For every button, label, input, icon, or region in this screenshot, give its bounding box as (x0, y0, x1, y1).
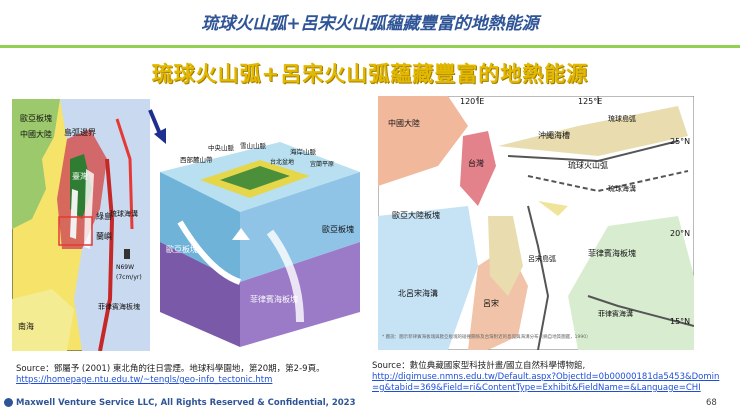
map1-label: 中國大陸 (20, 129, 52, 139)
source-right: Source：數位典藏國家型科技計畫/國立自然科學博物館, http://dig… (372, 361, 732, 394)
source-left: Source：鄧屬予 (2001) 東北角的往日雲煙。地球科學園地，第20期，第… (16, 364, 366, 386)
block-label: 歐亞板塊 (166, 244, 198, 254)
block-label: 西部麓山帶 (180, 155, 213, 164)
slide-header-title: 琉球火山弧+呂宋火山弧蘊藏豐富的地熱能源 (201, 14, 539, 34)
source-right-text: Source：數位典藏國家型科技計畫/國立自然科學博物館, (372, 361, 586, 371)
map2-caption: * 圖說：圖示菲律賓海板塊與歐亞板塊的碰撞關係及台灣附近的島弧與海溝分布（摘自地… (382, 335, 591, 340)
block-label: 宜蘭平原 (310, 160, 334, 168)
block-label: 雪山山脈 (240, 141, 267, 150)
map1-label: 菲律賓海板塊 (98, 302, 140, 311)
lat-label: 20°N (670, 229, 690, 238)
map1-label: 島弧邊界 (64, 127, 96, 137)
map2-label: 琉球島弧 (608, 114, 636, 123)
lon-label: 120°E (460, 97, 484, 106)
map1-label: (7cm/yr) (116, 274, 142, 281)
map1-label: 琉球海溝 (110, 209, 138, 218)
slide-main-title: 琉球火山弧+呂宋火山弧蘊藏豐富的地熱能源 (151, 62, 589, 86)
footer-copyright: Maxwell Venture Service LLC, All Rights … (16, 398, 356, 408)
source-left-link[interactable]: https://homepage.ntu.edu.tw/~tengls/geo-… (16, 375, 273, 385)
block-label: 台北盆地 (270, 158, 294, 166)
map2-label: 呂宋 (483, 298, 499, 308)
map2-label: 歐亞大陸板塊 (392, 210, 440, 220)
block-label: 中央山脈 (208, 143, 235, 152)
map2-label: 北呂宋海溝 (398, 288, 438, 298)
map2-label: 呂宋島弧 (528, 254, 556, 263)
map2-label: 中國大陸 (388, 118, 420, 128)
ryukyu-luzon-arc-map: 120°E 125°E 25°N 20°N 15°N 中國大陸 台灣 歐亞大陸板… (378, 96, 694, 350)
page-number: 68 (706, 398, 717, 408)
source-left-text: Source：鄧屬予 (2001) 東北角的往日雲煙。地球科學園地，第20期，第… (16, 364, 325, 374)
map2-label: 沖繩海槽 (538, 130, 570, 140)
block-label: 菲律賓海板塊 (250, 294, 298, 304)
map1-label: 蘭嶼 (96, 231, 112, 241)
taiwan-block-diagram: 中央山脈 雪山山脈 西部麓山帶 海岸山脈 台北盆地 宜蘭平原 歐亞板塊 菲律賓海… (150, 132, 362, 347)
source-right-link-1[interactable]: http://digimuse.nmns.edu.tw/Default.aspx… (372, 372, 720, 382)
block-label: 海岸山脈 (290, 147, 317, 156)
source-right-link-2[interactable]: =g&tabid=369&Field=ri&ContentType=Exhibi… (372, 383, 701, 393)
lat-label: 25°N (670, 137, 690, 146)
map2-label: 琉球火山弧 (568, 160, 608, 170)
map2-label: 菲律賓海溝 (598, 309, 633, 318)
map1-label: N69W (116, 264, 134, 271)
block-label: 歐亞板塊 (322, 224, 354, 234)
taiwan-tectonic-map: 歐亞板塊 中國大陸 島弧邊界 臺灣 綠島 蘭嶼 琉球海溝 南海 菲律賓海板塊 N… (12, 99, 150, 351)
header-divider (0, 45, 740, 48)
lon-label: 125°E (578, 97, 602, 106)
map1-label: 臺灣 (72, 171, 88, 181)
pointer-arrow-icon (146, 108, 170, 148)
map2-label: 台灣 (468, 158, 484, 168)
map2-label: 菲律賓海板塊 (588, 248, 636, 258)
company-logo-icon (4, 398, 13, 407)
lat-label: 15°N (670, 317, 690, 326)
map1-label: 綠島 (96, 211, 112, 221)
map1-label: 歐亞板塊 (20, 113, 52, 123)
map2-label: 琉球海溝 (608, 184, 636, 193)
map1-label: 南海 (18, 321, 34, 331)
